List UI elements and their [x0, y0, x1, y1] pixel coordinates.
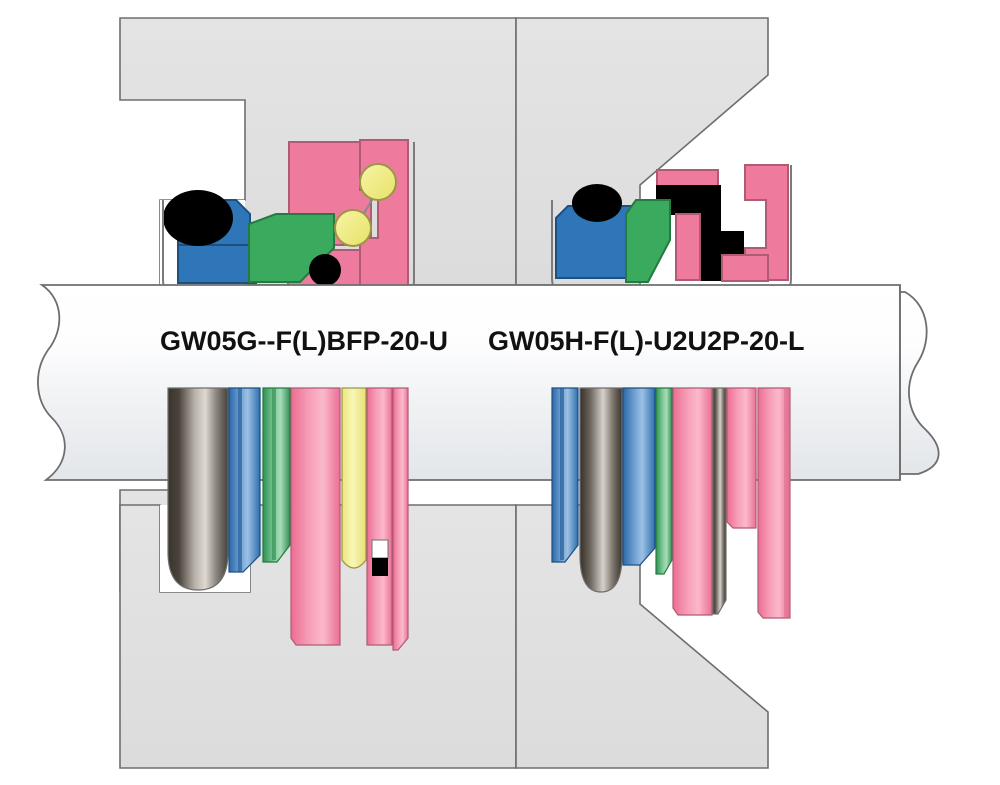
left-assembly-section — [162, 139, 415, 319]
pink-u-seal-outer-foot — [721, 254, 769, 282]
shaft-right-stub — [899, 291, 940, 475]
blue-ring-3d-right-2 — [622, 387, 656, 566]
green-ring-3d-right — [655, 387, 673, 575]
pink-ring-3d-right-2 — [726, 387, 757, 529]
blue-ring-3d-left-seam — [238, 388, 242, 572]
right-assembly-label: GW05H-F(L)-U2U2P-20-L — [488, 326, 805, 356]
right-assembly-section — [551, 164, 792, 319]
right-assembly-3d-stack — [551, 387, 791, 619]
pink-ring-3d-right-1 — [672, 387, 713, 616]
metal-ring-left — [167, 387, 229, 591]
black-oring-energizer — [163, 190, 233, 246]
blue-ring-3d-right-1 — [551, 387, 579, 563]
black-oring-energizer-right — [572, 184, 622, 222]
pink-ring-3d-left-1 — [290, 387, 341, 646]
pink-ring-3d-right-3-seam — [784, 388, 790, 618]
metal-ring-right — [579, 387, 623, 593]
pink-ring-3d-left-3 — [392, 387, 409, 651]
left-assembly-label: GW05G--F(L)BFP-20-U — [160, 326, 448, 356]
blue-ring-3d-right-1-seam — [560, 388, 564, 560]
yellow-oring-upper — [359, 163, 397, 201]
pink-top-cap — [656, 169, 719, 187]
blue-ring-3d-left — [228, 387, 261, 573]
metal-thin-ring-right — [712, 387, 727, 615]
green-ring-3d-left — [262, 387, 291, 563]
keyway-notch-white — [371, 539, 389, 559]
black-small-oring — [309, 254, 341, 286]
green-seal-lip-right — [625, 199, 671, 283]
keyway-notch-black — [372, 558, 388, 576]
pink-u-seal-outer — [744, 164, 789, 281]
blue-backup-ring-foot — [177, 244, 257, 284]
pink-ring-3d-left-2 — [366, 387, 393, 646]
yellow-oring-lower — [334, 209, 372, 247]
pink-u-seal-inner — [675, 213, 701, 281]
left-assembly-3d-stack — [167, 387, 409, 651]
green-ring-3d-left-seam — [272, 388, 276, 560]
yellow-ring-3d-left — [341, 387, 367, 569]
